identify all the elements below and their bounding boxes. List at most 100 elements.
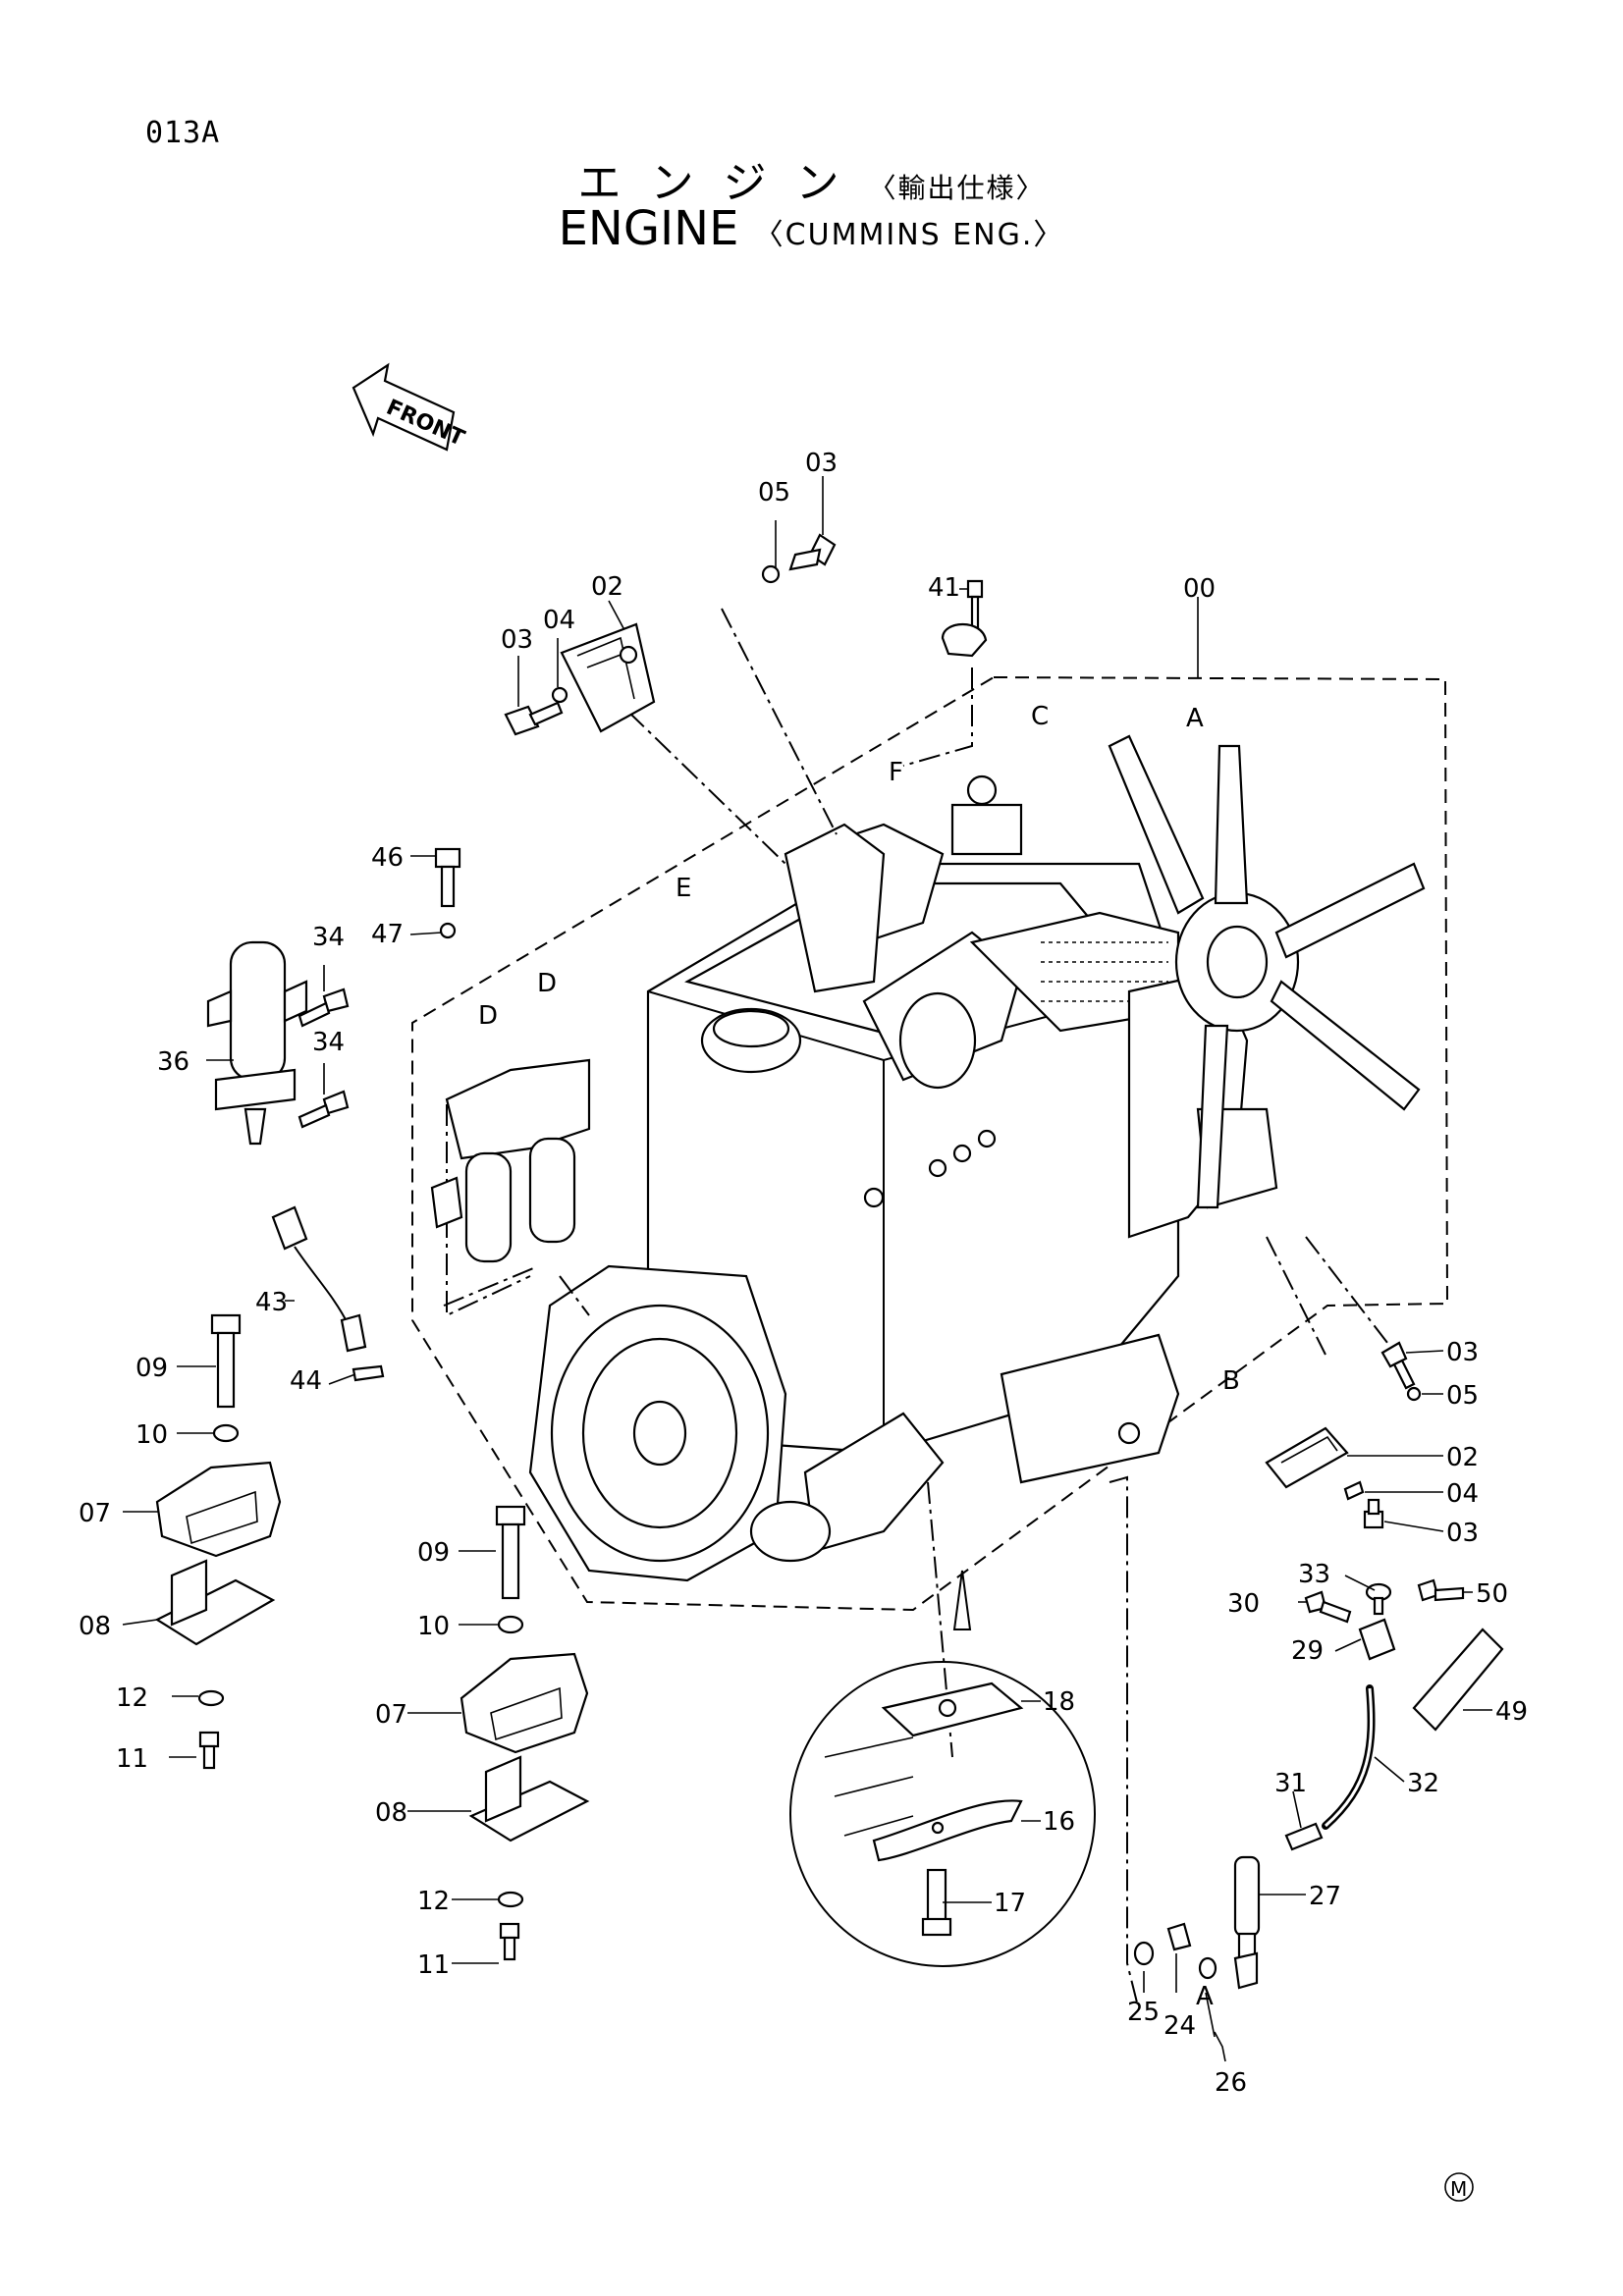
callout-12-left: 12 bbox=[116, 1683, 148, 1713]
callout-10-left: 10 bbox=[135, 1420, 168, 1450]
title-english-main: ENGINE bbox=[558, 201, 739, 256]
callout-labels: 00 02 03 04 05 03 41 46 47 34 34 36 43 4… bbox=[79, 449, 1528, 2098]
sensor-43 bbox=[271, 1205, 367, 1353]
callout-08-center: 08 bbox=[375, 1798, 407, 1828]
bolt-03-top-center-icon bbox=[788, 533, 837, 571]
cooling-fan bbox=[1108, 734, 1426, 1209]
callout-46: 46 bbox=[371, 843, 404, 873]
plate-49 bbox=[1412, 1628, 1504, 1732]
callout-16: 16 bbox=[1043, 1807, 1075, 1837]
callout-02-right: 02 bbox=[1446, 1443, 1479, 1472]
callout-34-a: 34 bbox=[312, 923, 345, 952]
callout-49: 49 bbox=[1495, 1697, 1528, 1727]
bracket-02-top bbox=[560, 622, 656, 733]
ref-d-right: D bbox=[537, 969, 557, 998]
bolt-30-icon bbox=[1304, 1590, 1352, 1624]
washer-25-icon bbox=[1133, 1941, 1155, 1966]
callout-24: 24 bbox=[1163, 2011, 1196, 2041]
washer-05-top-icon bbox=[761, 564, 781, 584]
callout-03-top-left: 03 bbox=[501, 625, 533, 655]
ref-f: F bbox=[889, 758, 903, 787]
callout-03-right-a: 03 bbox=[1446, 1338, 1479, 1367]
callout-12-center: 12 bbox=[417, 1887, 450, 1916]
title-japanese-main: エ ン ジ ン bbox=[577, 158, 847, 208]
callout-02-top: 02 bbox=[591, 572, 623, 602]
ref-a-bottom: A bbox=[1196, 1982, 1214, 2011]
callout-32: 32 bbox=[1407, 1769, 1439, 1798]
bolt-03-top-left-icon bbox=[504, 701, 564, 736]
washer-47-icon bbox=[439, 922, 457, 939]
callout-27: 27 bbox=[1309, 1882, 1341, 1911]
callout-05-top: 05 bbox=[758, 478, 790, 507]
page-code: 013A bbox=[145, 116, 221, 150]
valve-27 bbox=[1233, 1855, 1261, 1959]
bolt-50-icon bbox=[1417, 1578, 1465, 1602]
callout-leaders bbox=[122, 476, 1492, 2062]
callout-09-left: 09 bbox=[135, 1354, 168, 1383]
callout-03-top-center: 03 bbox=[805, 449, 838, 478]
washer-04-top-icon bbox=[551, 686, 568, 704]
callout-11-center: 11 bbox=[417, 1950, 450, 1980]
washer-05-right-icon bbox=[1406, 1386, 1422, 1402]
ref-c: C bbox=[1031, 702, 1049, 731]
callout-00: 00 bbox=[1183, 574, 1216, 604]
callout-26: 26 bbox=[1215, 2068, 1247, 2098]
callout-08-left: 08 bbox=[79, 1612, 111, 1641]
ref-b: B bbox=[1222, 1366, 1240, 1396]
bolt-03-right-b-icon bbox=[1363, 1498, 1384, 1529]
front-arrow-icon: FRONT bbox=[352, 362, 468, 452]
circled-m-mark: M bbox=[1444, 2172, 1474, 2202]
elbow-26-icon bbox=[1198, 1951, 1259, 1990]
hose-32 bbox=[1322, 1684, 1376, 1830]
callout-44: 44 bbox=[290, 1366, 322, 1396]
mount-stack-center bbox=[460, 1505, 590, 1961]
engine-assembly-boundary bbox=[411, 676, 1449, 1612]
callout-43: 43 bbox=[255, 1288, 288, 1317]
callout-30: 30 bbox=[1227, 1589, 1260, 1619]
callout-33: 33 bbox=[1298, 1560, 1330, 1589]
title-english: ENGINE 〈CUMMINS ENG.〉 bbox=[0, 201, 1623, 256]
callout-09-center: 09 bbox=[417, 1538, 450, 1568]
callout-36: 36 bbox=[157, 1047, 189, 1077]
adapter-31-icon bbox=[1284, 1822, 1324, 1851]
callout-10-center: 10 bbox=[417, 1612, 450, 1641]
callout-04-right: 04 bbox=[1446, 1479, 1479, 1509]
callout-47: 47 bbox=[371, 920, 404, 949]
cap-33-icon bbox=[1365, 1582, 1392, 1616]
callout-11-left: 11 bbox=[116, 1744, 148, 1774]
bolt-34b-icon bbox=[298, 1090, 350, 1129]
bolt-34a-icon bbox=[298, 988, 350, 1028]
ref-d-left: D bbox=[478, 1001, 498, 1031]
plug-24-icon bbox=[1166, 1922, 1192, 1951]
callout-07-left: 07 bbox=[79, 1499, 111, 1528]
reference-letters: A C F E D D B A bbox=[478, 702, 1240, 2011]
heater-36 bbox=[206, 940, 308, 1146]
washer-04-right-icon bbox=[1343, 1480, 1365, 1501]
callout-34-b: 34 bbox=[312, 1028, 345, 1057]
bolt-03-right-a-icon bbox=[1380, 1341, 1416, 1390]
detail-circle bbox=[789, 1570, 1096, 1967]
filter-head-d bbox=[430, 1058, 591, 1263]
title-english-sub: 〈CUMMINS ENG.〉 bbox=[753, 218, 1065, 252]
clip-44-icon bbox=[352, 1364, 385, 1382]
ref-a-top: A bbox=[1186, 704, 1204, 733]
callout-41: 41 bbox=[928, 573, 960, 603]
engine-body bbox=[528, 774, 1278, 1582]
callout-18: 18 bbox=[1043, 1687, 1075, 1717]
callout-05-right: 05 bbox=[1446, 1381, 1479, 1411]
callout-04-top: 04 bbox=[543, 606, 575, 635]
callout-17: 17 bbox=[994, 1889, 1026, 1918]
callout-03-right-b: 03 bbox=[1446, 1519, 1479, 1548]
callout-25: 25 bbox=[1127, 1998, 1160, 2027]
mark-m: M bbox=[1450, 2177, 1467, 2201]
bracket-02-right bbox=[1265, 1426, 1349, 1489]
title-japanese-sub: 〈輸出仕様〉 bbox=[868, 172, 1046, 204]
block-29 bbox=[1358, 1618, 1396, 1661]
bolt-46-icon bbox=[434, 847, 461, 908]
callout-29: 29 bbox=[1291, 1636, 1324, 1666]
title-japanese: エ ン ジ ン 〈輸出仕様〉 bbox=[0, 147, 1623, 210]
bolt-41-clamp-icon bbox=[941, 579, 988, 658]
leader-lines bbox=[443, 608, 1405, 2003]
ref-e: E bbox=[676, 874, 691, 903]
